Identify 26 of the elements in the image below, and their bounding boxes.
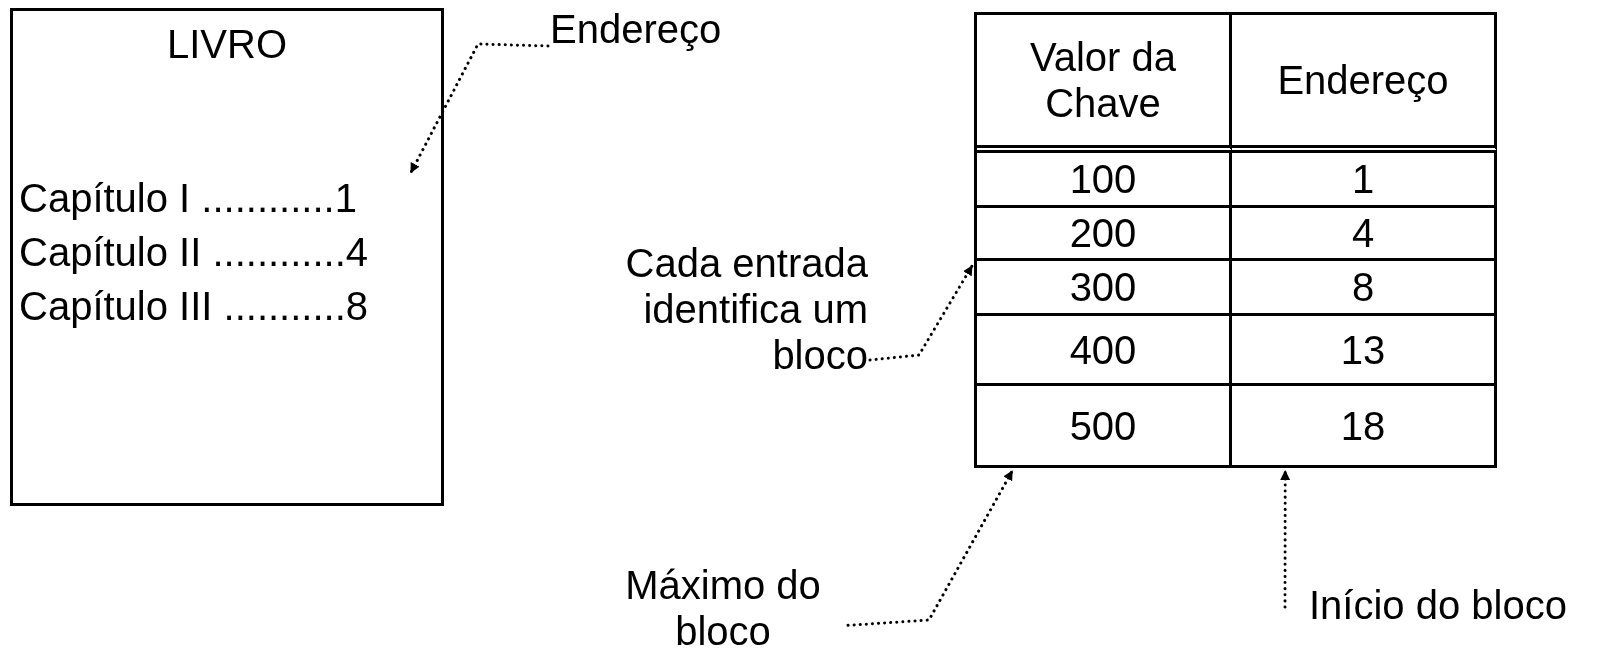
leader-line [846, 469, 1014, 627]
book-title: LIVRO [165, 21, 288, 67]
annotation-text: Cada entrada identifica um bloco [560, 240, 868, 390]
address-value: 1 [1232, 153, 1497, 208]
address-value: 18 [1232, 386, 1497, 468]
book-box [10, 8, 444, 506]
leader-line [409, 42, 550, 174]
annotation-text: Endereço [550, 6, 770, 56]
leader-line [868, 264, 974, 362]
index-table [974, 12, 1497, 468]
key-value: 400 [977, 316, 1232, 386]
key-value: 200 [977, 208, 1232, 261]
annotation-text: Máximo do bloco [600, 562, 846, 658]
chapter-entry: Capítulo III ...........8 [19, 283, 369, 329]
chapter-entry: Capítulo I ............1 [19, 175, 357, 221]
chapter-entry: Capítulo II ............4 [19, 229, 369, 275]
annotation-text: Início do bloco [1309, 582, 1609, 632]
key-value: 100 [977, 153, 1232, 208]
key-value: 500 [977, 386, 1232, 468]
address-value: 4 [1232, 208, 1497, 261]
column-header: Valor da Chave [977, 15, 1232, 153]
key-value: 300 [977, 261, 1232, 316]
address-value: 13 [1232, 316, 1497, 386]
address-value: 8 [1232, 261, 1497, 316]
column-header: Endereço [1232, 15, 1497, 153]
leader-line [1280, 469, 1291, 609]
